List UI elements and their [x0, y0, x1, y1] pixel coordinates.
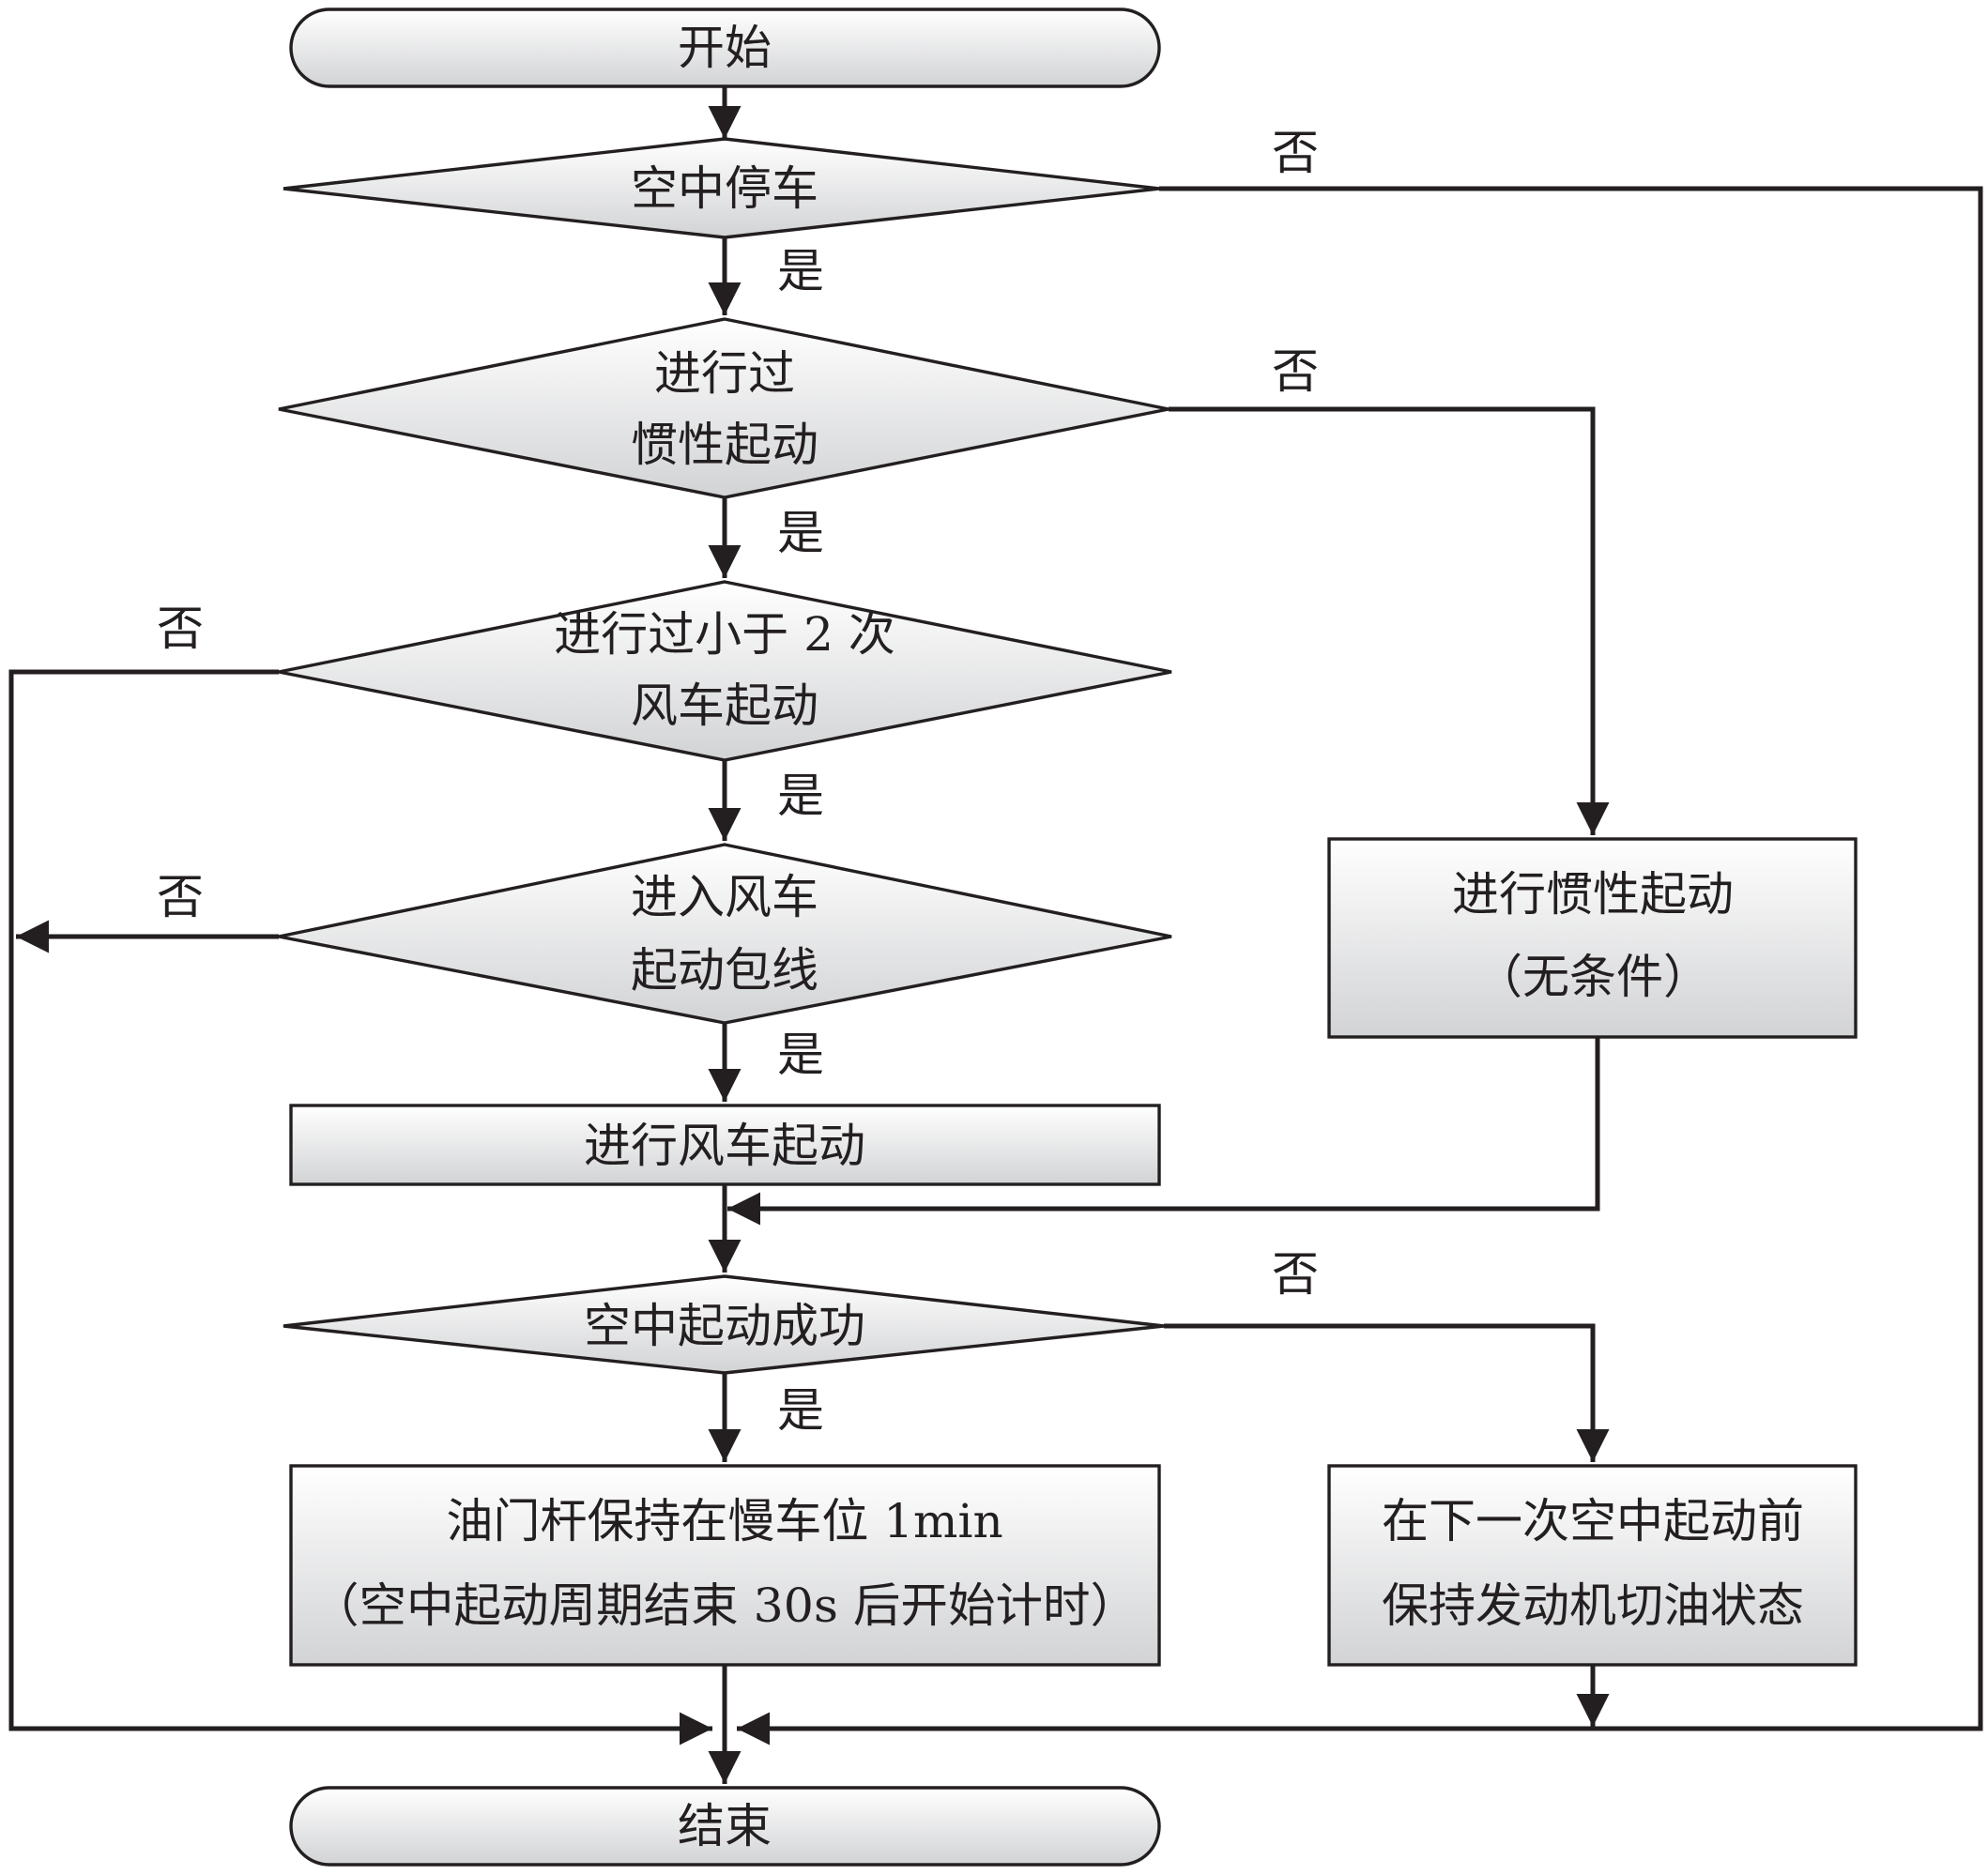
- node-inertia-done-line1: 进行过: [654, 346, 795, 401]
- node-do-windmill-text: 进行风车起动: [584, 1119, 865, 1173]
- node-inertia-done-line2: 惯性起动: [631, 418, 818, 472]
- node-windmill-envelope-line1: 进入风车: [631, 870, 818, 924]
- node-inertia-done: 进行过 惯性起动: [278, 317, 1170, 499]
- node-start: 开始: [289, 8, 1161, 88]
- node-windmill-count-line2: 风车起动: [631, 678, 818, 733]
- node-restart-success-text: 空中起动成功: [584, 1299, 865, 1353]
- label-success-yes: 是: [777, 1383, 824, 1438]
- node-do-inertia-line1: 进行惯性起动: [1452, 867, 1734, 922]
- edge-inertia-merge: [727, 1037, 1600, 1226]
- edge-count-no: [8, 669, 712, 1745]
- node-keep-fuel-cut-line1: 在下一次空中起动前: [1382, 1494, 1804, 1548]
- label-count-no: 否: [157, 602, 204, 656]
- node-hold-throttle-line1: 油门杆保持在慢车位 1min: [446, 1494, 1002, 1548]
- node-end-text: 结束: [678, 1799, 772, 1853]
- node-air-shutdown: 空中停车: [283, 137, 1160, 239]
- label-shutdown-yes: 是: [777, 244, 824, 298]
- node-end: 结束: [289, 1786, 1161, 1867]
- node-restart-success: 空中起动成功: [283, 1274, 1165, 1375]
- node-air-shutdown-text: 空中停车: [631, 161, 818, 216]
- label-inertia-yes: 是: [777, 506, 824, 560]
- node-windmill-count-line1: 进行过小于 2 次: [554, 607, 895, 662]
- node-windmill-envelope-line2: 起动包线: [631, 943, 818, 998]
- label-envelope-yes: 是: [777, 1028, 824, 1082]
- label-success-no: 否: [1272, 1247, 1319, 1302]
- node-keep-fuel-cut-line2: 保持发动机切油状态: [1382, 1578, 1804, 1633]
- edge-shutdown-no: [737, 186, 1983, 1745]
- edge-labels: 否 是 否 是 否 是 否 是 否 是: [157, 126, 1319, 1438]
- node-do-inertia-line2: （无条件）: [1476, 950, 1710, 1004]
- label-shutdown-no: 否: [1272, 126, 1319, 180]
- node-do-windmill: 进行风车起动: [289, 1104, 1161, 1186]
- label-count-yes: 是: [777, 769, 824, 823]
- edges: [8, 86, 1983, 1784]
- node-hold-throttle: 油门杆保持在慢车位 1min （空中起动周期结束 30s 后开始计时）: [289, 1464, 1161, 1667]
- node-do-inertia: 进行惯性起动 （无条件）: [1327, 837, 1858, 1039]
- node-windmill-envelope: 进入风车 起动包线: [278, 843, 1172, 1025]
- label-envelope-no: 否: [157, 870, 204, 924]
- edge-inertia-no: [1169, 406, 1610, 835]
- edge-success-no: [1164, 1323, 1610, 1462]
- node-hold-throttle-line2: （空中起动周期结束 30s 后开始计时）: [312, 1578, 1138, 1633]
- node-windmill-count: 进行过小于 2 次 风车起动: [278, 580, 1172, 762]
- label-inertia-no: 否: [1272, 344, 1319, 399]
- node-keep-fuel-cut: 在下一次空中起动前 保持发动机切油状态: [1327, 1464, 1858, 1667]
- node-start-text: 开始: [678, 21, 772, 75]
